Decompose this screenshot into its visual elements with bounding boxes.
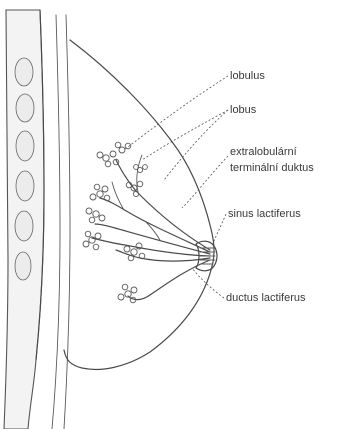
leader-sinus <box>212 214 226 246</box>
leader-ductus <box>192 268 224 298</box>
label-lobulus: lobulus <box>230 70 265 82</box>
lobules <box>83 142 147 303</box>
label-extralobular-line1: extralobulární <box>230 146 297 158</box>
rib <box>16 171 34 201</box>
label-ductus-lactiferus: ductus lactiferus <box>226 292 306 304</box>
leader-lobus-1 <box>142 110 228 160</box>
lobule <box>86 208 105 223</box>
lobule <box>83 231 101 250</box>
breast-outline <box>64 40 214 369</box>
rib <box>15 58 33 86</box>
label-sinus-lactiferus: sinus lactiferus <box>228 208 301 220</box>
leader-lobus-2 <box>164 110 228 180</box>
lobule <box>115 142 131 153</box>
lobule <box>118 284 137 303</box>
leader-extralobular <box>182 156 228 208</box>
lobule <box>97 151 119 167</box>
rib <box>15 211 33 241</box>
label-lobus: lobus <box>230 104 257 116</box>
leader-lobulus <box>124 76 228 150</box>
label-extralobular-line2: terminální duktus <box>230 162 314 174</box>
chest-wall <box>4 10 70 429</box>
lobule <box>134 165 148 173</box>
rib <box>15 252 31 280</box>
sinus-lactiferus <box>196 241 217 271</box>
rib <box>16 94 34 122</box>
rib <box>16 131 34 161</box>
lactiferous-ducts <box>92 155 210 300</box>
